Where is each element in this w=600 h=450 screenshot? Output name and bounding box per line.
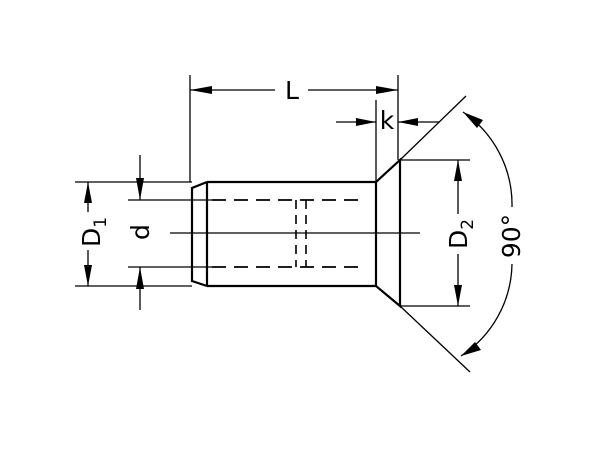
dimension-k-label: k bbox=[380, 106, 395, 135]
dimension-D2: D2 bbox=[444, 160, 478, 306]
dimension-L: L bbox=[190, 76, 398, 105]
dimension-k: k bbox=[336, 106, 440, 135]
dimension-d: d bbox=[126, 155, 155, 310]
dimension-D1: D1 bbox=[77, 182, 111, 286]
dimension-angle-label: 90° bbox=[497, 214, 526, 258]
shank-chamfer-end bbox=[190, 180, 209, 288]
dimension-d-label: d bbox=[126, 224, 155, 240]
dimension-L-label: L bbox=[285, 76, 299, 105]
dimension-angle: 90° bbox=[460, 111, 526, 357]
dimension-D2-label: D2 bbox=[444, 219, 478, 249]
dimension-D1-label: D1 bbox=[77, 217, 111, 247]
